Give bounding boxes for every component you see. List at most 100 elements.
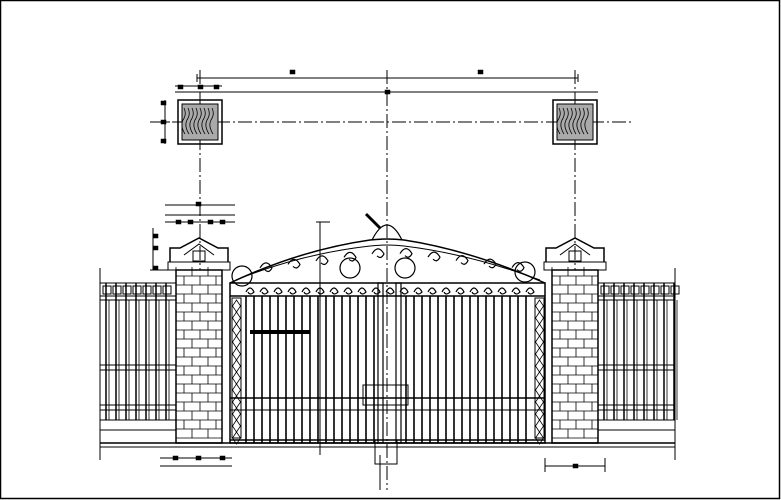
gate-center-stile bbox=[377, 282, 384, 444]
dimension-tick bbox=[172, 455, 179, 461]
dimension-tick bbox=[384, 89, 391, 95]
stone-hatch bbox=[189, 107, 194, 135]
diamond-ornament bbox=[535, 383, 544, 397]
pillar-plan bbox=[552, 99, 598, 145]
scroll-ornament bbox=[455, 255, 469, 265]
scroll-ornament bbox=[469, 287, 479, 295]
scroll-ornament bbox=[511, 262, 525, 272]
scroll-ornament bbox=[483, 258, 497, 269]
scroll-ornament bbox=[301, 287, 311, 295]
stone-hatch bbox=[564, 107, 569, 135]
dimension-tick bbox=[219, 455, 226, 461]
scroll-ornament bbox=[385, 287, 395, 295]
stone-hatch bbox=[568, 107, 573, 135]
stone-hatch bbox=[193, 107, 198, 135]
fence-finial bbox=[630, 285, 640, 295]
fence-finial bbox=[670, 285, 680, 295]
stone-hatch bbox=[580, 107, 585, 135]
diamond-ornament bbox=[232, 431, 241, 445]
scroll-ornament bbox=[315, 255, 329, 266]
fence-finial bbox=[640, 285, 650, 295]
top-scroll bbox=[371, 224, 403, 241]
scroll-ornament bbox=[483, 287, 493, 295]
diamond-ornament bbox=[232, 347, 241, 361]
dimension-tick bbox=[213, 84, 220, 90]
stone-hatch bbox=[209, 107, 214, 135]
stone-hatch bbox=[197, 107, 202, 135]
fence-finial bbox=[122, 285, 132, 295]
pillar-pediment bbox=[183, 243, 215, 256]
scroll-ornament bbox=[497, 287, 507, 295]
stone-hatch bbox=[576, 107, 581, 135]
left-fence bbox=[99, 282, 177, 421]
diamond-ornament bbox=[535, 431, 544, 445]
scroll-ornament bbox=[399, 287, 409, 295]
fence-finial bbox=[650, 285, 660, 295]
dimension-tick bbox=[219, 219, 226, 225]
diamond-ornament bbox=[232, 299, 241, 313]
scroll-ornament bbox=[511, 287, 521, 295]
dimension-tick bbox=[197, 84, 204, 90]
dimension-tick bbox=[572, 463, 579, 469]
diamond-ornament bbox=[232, 371, 241, 385]
scroll-ornament bbox=[245, 287, 255, 295]
scroll-ornament bbox=[371, 248, 385, 259]
left-pillar bbox=[175, 269, 223, 444]
diamond-ornament bbox=[232, 323, 241, 337]
diamond-ornament bbox=[232, 383, 241, 397]
gate-center-stile bbox=[395, 282, 402, 444]
stone-hatch bbox=[185, 107, 190, 135]
dimension-tick bbox=[195, 201, 202, 207]
stone-hatch bbox=[572, 107, 577, 135]
scroll-ornament bbox=[427, 287, 437, 295]
ring-ornament bbox=[339, 257, 361, 279]
fence-finial bbox=[600, 285, 610, 295]
stone-hatch bbox=[201, 107, 206, 135]
stone-hatch bbox=[205, 107, 210, 135]
diamond-ornament bbox=[535, 335, 544, 349]
dimension-tick bbox=[187, 219, 194, 225]
ring-ornament bbox=[394, 257, 416, 279]
gate-lock-box bbox=[362, 384, 409, 406]
diamond-ornament bbox=[535, 311, 544, 325]
dimension-tick bbox=[152, 233, 159, 239]
diamond-ornament bbox=[232, 419, 241, 433]
finial bbox=[364, 212, 382, 230]
scroll-ornament bbox=[259, 262, 273, 273]
pillar-plan-hatch bbox=[181, 103, 219, 141]
ring-ornament bbox=[514, 261, 536, 283]
stone-hatch bbox=[560, 107, 565, 135]
stone-hatch bbox=[181, 107, 186, 135]
scroll-ornament bbox=[315, 287, 325, 295]
gate-arch-inner bbox=[235, 244, 541, 281]
scroll-ornament bbox=[427, 251, 441, 262]
scroll-ornament bbox=[259, 287, 269, 295]
diamond-ornament bbox=[535, 419, 544, 433]
pillar-crown bbox=[545, 237, 605, 262]
fence-finial bbox=[102, 285, 112, 295]
fence-finial bbox=[620, 285, 630, 295]
scroll-ornament bbox=[413, 287, 423, 295]
right-pillar bbox=[551, 269, 599, 444]
dimension-tick bbox=[160, 100, 167, 106]
dimension-tick bbox=[152, 265, 159, 271]
fence-finial bbox=[152, 285, 162, 295]
dimension-tick bbox=[160, 138, 167, 144]
pillar-cap bbox=[543, 261, 607, 271]
scroll-ornament bbox=[455, 287, 465, 295]
scroll-ornament bbox=[441, 287, 451, 295]
gate-side-panel bbox=[231, 297, 242, 439]
dimension-tick bbox=[177, 84, 184, 90]
ring-ornament bbox=[231, 265, 253, 287]
stone-hatch bbox=[584, 107, 589, 135]
pillar-plan bbox=[177, 99, 223, 145]
dimension-tick bbox=[289, 69, 296, 75]
pillar-pediment bbox=[559, 243, 591, 256]
scroll-ornament bbox=[525, 287, 535, 295]
pillar-crown bbox=[169, 237, 229, 262]
diamond-ornament bbox=[535, 299, 544, 313]
dimension-tick bbox=[175, 219, 182, 225]
fence-finial bbox=[610, 285, 620, 295]
